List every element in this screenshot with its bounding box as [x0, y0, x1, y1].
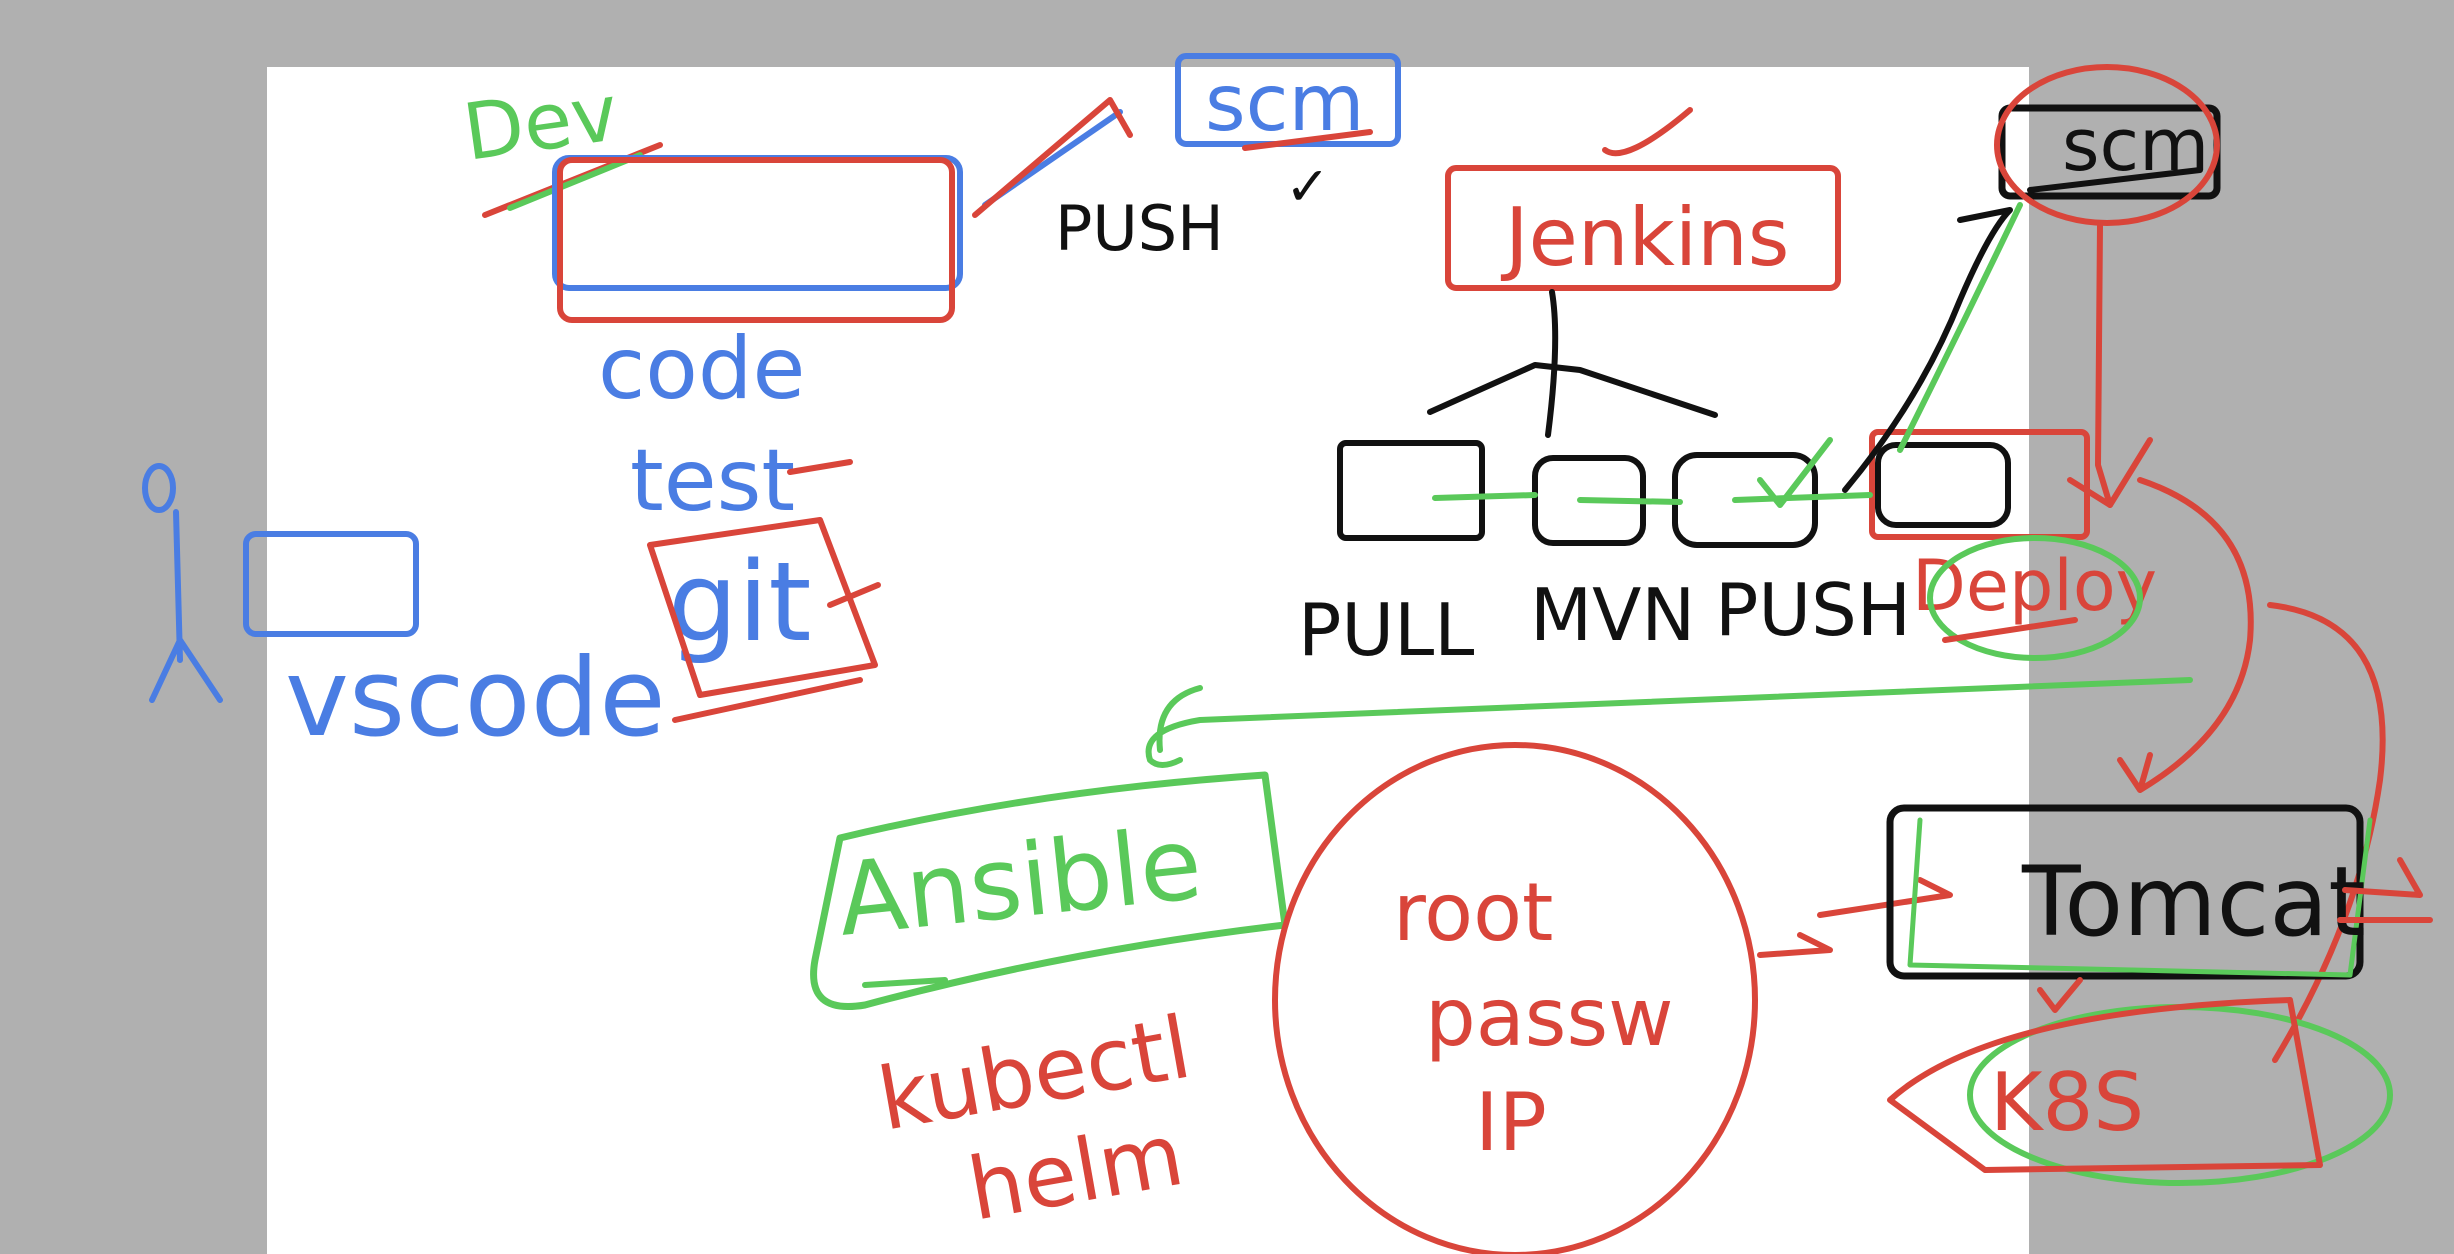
jenkins-tree-lines — [1427, 289, 1718, 438]
to-tomcat-arrow-red — [1757, 877, 1953, 958]
tomcat-to-k8s-red — [2037, 977, 2083, 1013]
k8s-label: K8S — [1990, 1056, 2144, 1149]
tomcat-right-arrow-red — [2337, 857, 2433, 923]
stage-flow-green — [1432, 492, 1873, 505]
passwd-label: passw — [1425, 971, 1674, 1064]
deploy-to-scm-green — [1897, 202, 2023, 453]
ansible-box-green — [810, 771, 1289, 1010]
dev-code-box-red — [557, 157, 955, 323]
deploy-to-ansible-green — [1145, 677, 2193, 768]
push-check: ✓ — [1285, 155, 1330, 218]
stage-deploy-box-red — [1869, 429, 2090, 540]
stage-deploy-box — [1875, 442, 2011, 528]
scm-top-underline-red — [1242, 129, 1373, 151]
deploy-strike-red — [1942, 617, 2078, 643]
vscode-window-box — [243, 531, 419, 637]
stage-mvn-label: MVN — [1530, 573, 1695, 657]
dev-code-box-blue — [552, 155, 963, 291]
vscode-label: vscode — [285, 636, 666, 761]
stage-deploy-label: Deploy — [1912, 545, 2157, 627]
deploy-to-k8s-red — [2267, 602, 2386, 1063]
deploy-to-tomcat-red — [2117, 477, 2254, 793]
test-check-red — [787, 459, 853, 475]
test-label: test — [630, 431, 795, 531]
stage-pull-label: PULL — [1298, 588, 1474, 672]
jenkins-box — [1445, 165, 1841, 291]
dev-strike-green — [507, 152, 643, 211]
stick-figure — [142, 463, 223, 703]
root-label: root — [1393, 866, 1553, 959]
tomcat-label: Tomcat — [2021, 846, 2366, 958]
ip-label: IP — [1475, 1076, 1547, 1169]
git-check-red — [827, 582, 881, 608]
git-box-red — [647, 517, 878, 698]
tomcat-box-green — [1907, 817, 2373, 978]
deploy-circle-green — [1927, 535, 2143, 661]
scm-right-strike — [2027, 167, 2203, 193]
push-label: PUSH — [1055, 192, 1224, 265]
code-label: code — [598, 319, 805, 419]
stage-check-green — [1757, 437, 1833, 508]
scm-to-deploy-red — [2095, 222, 2113, 508]
scm-right-circle-red — [1994, 64, 2220, 226]
deploy-to-scm-black — [1842, 207, 2013, 493]
scm-arrowhead-red — [2067, 437, 2153, 508]
jenkins-label: Jenkins — [1500, 191, 1789, 284]
stage-push-label: PUSH — [1715, 568, 1911, 652]
credentials-circle — [1272, 742, 1758, 1254]
git-label: git — [668, 538, 812, 666]
push-arrow-red — [972, 97, 1133, 218]
stage-pull-box — [1337, 440, 1485, 541]
jenkins-tick-red — [1602, 107, 1693, 157]
git-underline-red — [672, 677, 863, 723]
ansible-underline-green — [862, 977, 948, 988]
k8s-box-red — [1887, 997, 2323, 1173]
